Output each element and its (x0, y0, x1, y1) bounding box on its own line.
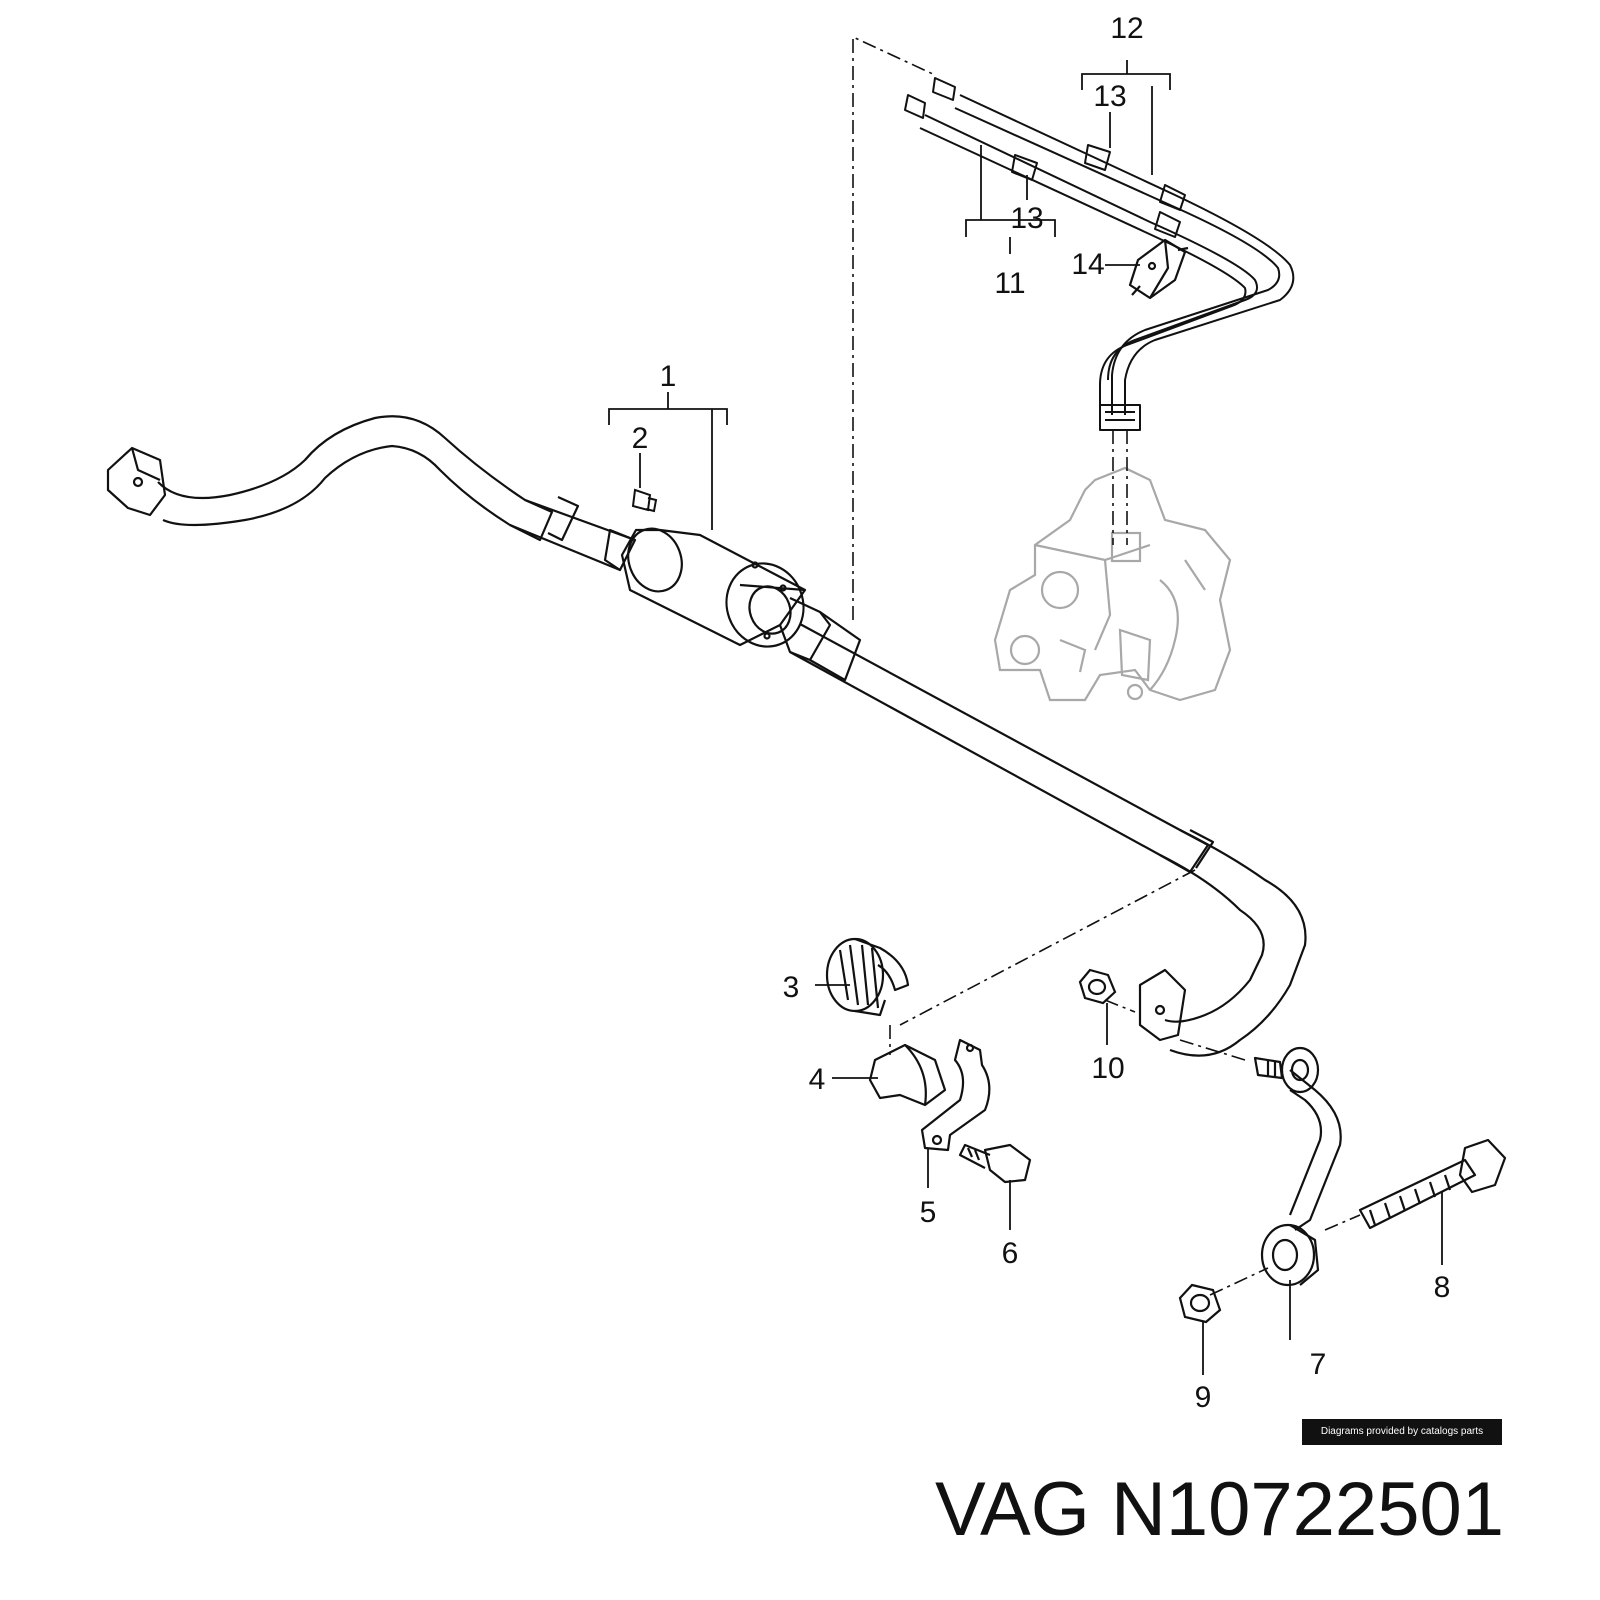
callout-3: 3 (783, 971, 800, 1004)
clamp-bolt (958, 1143, 1032, 1184)
callout-8: 8 (1434, 1271, 1451, 1304)
callout-13-lower: 13 (1010, 202, 1043, 235)
breather-plug (631, 488, 658, 513)
nut-10 (1078, 968, 1117, 1005)
callout-9: 9 (1195, 1381, 1212, 1414)
bushing-clamp (868, 1038, 991, 1152)
steering-knuckle (993, 466, 1232, 702)
callout-11: 11 (994, 267, 1025, 300)
callout-10: 10 (1091, 1052, 1124, 1085)
alignment-lines (852, 35, 1361, 1296)
nut-9 (1178, 1283, 1222, 1324)
callout-4: 4 (809, 1063, 826, 1096)
credit-text: Diagrams provided by catalogs parts (1320, 1426, 1484, 1437)
callout-7: 7 (1310, 1348, 1327, 1381)
stabilizer-bar (106, 415, 1307, 1057)
leader-lines (608, 60, 1443, 1375)
callout-2: 2 (632, 422, 649, 455)
long-bolt (1358, 1138, 1507, 1230)
callout-5: 5 (920, 1196, 937, 1229)
part-number-caption: VAG N10722501 (935, 1467, 1504, 1552)
hose-clip (1128, 238, 1189, 300)
hydraulic-lines (904, 77, 1295, 431)
callout-labels: 1 2 3 4 5 6 7 8 9 10 11 12 13 13 14 (632, 12, 1451, 1414)
callout-6: 6 (1002, 1237, 1019, 1270)
actuator-motor (603, 527, 862, 682)
callout-13-upper: 13 (1093, 80, 1126, 113)
callout-1: 1 (660, 360, 677, 393)
credit-badge: Diagrams provided by catalogs parts (1302, 1419, 1502, 1445)
rubber-bushing (825, 937, 910, 1017)
coupling-rod (1253, 1046, 1342, 1287)
callout-12: 12 (1110, 12, 1143, 45)
callout-14: 14 (1071, 248, 1104, 281)
